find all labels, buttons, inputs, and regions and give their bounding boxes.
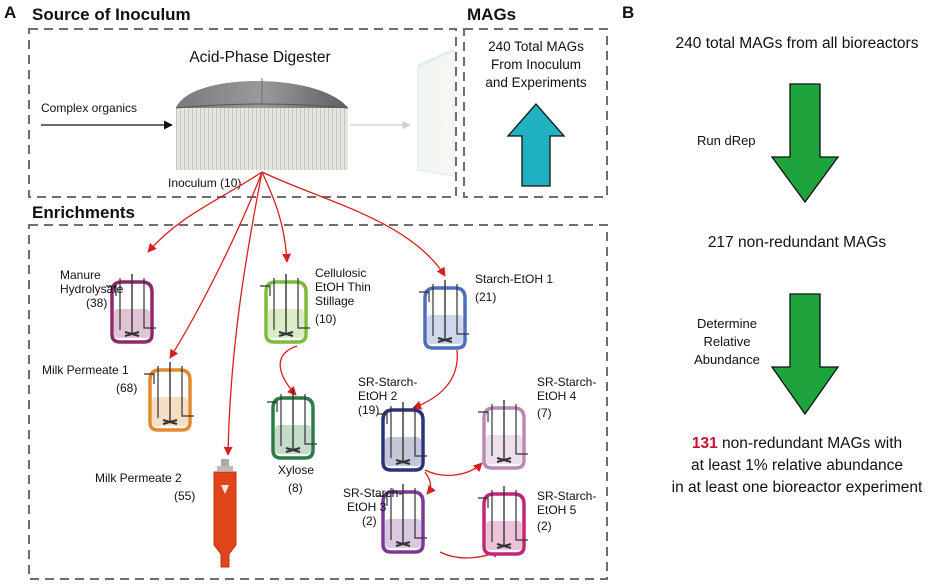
sr-5-label-2: EtOH 5 <box>537 503 577 517</box>
sr-2-label-1: SR-Starch- <box>358 375 417 389</box>
pipeline-down-arrow-1-icon <box>770 83 840 204</box>
mags-line-2: From Inoculum <box>491 57 581 72</box>
digester-title: Acid-Phase Digester <box>189 49 330 66</box>
milk-permeate-1-label: Milk Permeate 1 <box>42 363 129 377</box>
xylose-bioreactor-icon <box>267 390 317 460</box>
pipeline-step-2: 217 non-redundant MAGs <box>708 234 887 251</box>
arrow-to-xylose <box>279 345 298 396</box>
mags-line-3: and Experiments <box>485 75 587 90</box>
cellulosic-label-3: Stillage <box>315 294 355 308</box>
panel-b-label: B <box>622 3 634 22</box>
milk-permeate-1-count: (68) <box>116 381 137 395</box>
sr-2-label-2: EtOH 2 <box>358 389 398 403</box>
enrichments-box <box>28 224 608 580</box>
mags-line-1: 240 Total MAGs <box>488 39 584 54</box>
manure-count: (38) <box>86 296 107 310</box>
pipeline-down-arrow-2-icon <box>770 293 840 416</box>
arrow-to-manure <box>147 171 263 253</box>
sr-3-label-2: EtOH 3 <box>347 500 387 514</box>
sr-5-label-1: SR-Starch- <box>537 489 596 503</box>
pipeline-action-2-line-1: Determine <box>697 316 757 331</box>
arrow-to-milk-permeate-1 <box>169 171 263 359</box>
arrow-to-cellulosic <box>261 171 292 263</box>
sr-3-count: (2) <box>362 514 377 528</box>
arrow-to-starch-1 <box>261 171 446 277</box>
sr4-bioreactor-icon <box>478 400 528 470</box>
milk-permeate-2-column-reactor-icon <box>213 459 237 568</box>
sr-3-label-1: SR-Starch- <box>343 486 402 500</box>
sr-5-count: (2) <box>537 519 552 533</box>
milk-permeate-2-count: (55) <box>174 489 195 503</box>
pipeline-step-1: 240 total MAGs from all bioreactors <box>676 35 919 52</box>
pipeline-step-3-line-3: in at least one bioreactor experiment <box>672 479 923 496</box>
sr2-bioreactor-icon <box>377 402 427 472</box>
pipeline-action-2-line-2: Relative <box>704 334 751 349</box>
sr-2-count: (19) <box>358 403 379 417</box>
manure-label-2: Hydrolysate <box>60 282 124 296</box>
cellulosic-bioreactor-icon <box>260 274 310 344</box>
inoculum-label: Inoculum (10) <box>168 176 241 190</box>
xylose-count: (8) <box>288 481 303 495</box>
panel-a-label: A <box>4 3 16 22</box>
complex-organics-label: Complex organics <box>41 101 137 115</box>
highlight-count: 131 <box>692 435 718 452</box>
pipeline-step-3-line-1: 131 non-redundant MAGs with <box>692 435 902 452</box>
cellulosic-count: (10) <box>315 312 336 326</box>
mags-title: MAGs <box>467 5 516 24</box>
manure-bioreactor-icon <box>106 274 156 344</box>
pipeline-action-2-line-3: Abundance <box>694 352 760 367</box>
starch-1-count: (21) <box>475 290 496 304</box>
digester-tank-icon <box>175 78 349 170</box>
sr-4-label-1: SR-Starch- <box>537 375 596 389</box>
cellulosic-label-2: EtOH Thin <box>315 280 371 294</box>
mags-box <box>463 28 608 198</box>
cellulosic-label-1: Cellulosic <box>315 266 366 280</box>
arrow-to-milk-permeate-2 <box>223 171 263 456</box>
xylose-label: Xylose <box>278 463 314 477</box>
sr3-bioreactor-icon <box>377 484 427 554</box>
source-of-inoculum-title: Source of Inoculum <box>32 5 191 24</box>
faded-storage-tank-icon <box>417 48 455 177</box>
flow-arrows <box>147 171 501 559</box>
enrichments-title: Enrichments <box>32 203 135 222</box>
sr-4-label-2: EtOH 4 <box>537 389 577 403</box>
bioreactor-vessels <box>106 274 528 556</box>
milk-permeate-2-label: Milk Permeate 2 <box>95 471 182 485</box>
arrow-to-sr-2 <box>412 349 458 410</box>
mags-up-arrow-icon <box>506 103 566 187</box>
source-of-inoculum-box <box>28 28 457 198</box>
milk1-bioreactor-icon <box>144 362 194 432</box>
sr-4-count: (7) <box>537 406 552 420</box>
arrow-to-sr-4 <box>424 462 483 476</box>
starch1-bioreactor-icon <box>419 280 469 350</box>
arrow-to-sr-3 <box>424 471 436 495</box>
pipeline-step-3-line-2: at least 1% relative abundance <box>691 457 903 474</box>
pipeline-action-run-drep: Run dRep <box>697 133 756 148</box>
starch-1-label: Starch-EtOH 1 <box>475 272 553 286</box>
manure-label-1: Manure <box>60 268 101 282</box>
sr5-bioreactor-icon <box>478 486 528 556</box>
